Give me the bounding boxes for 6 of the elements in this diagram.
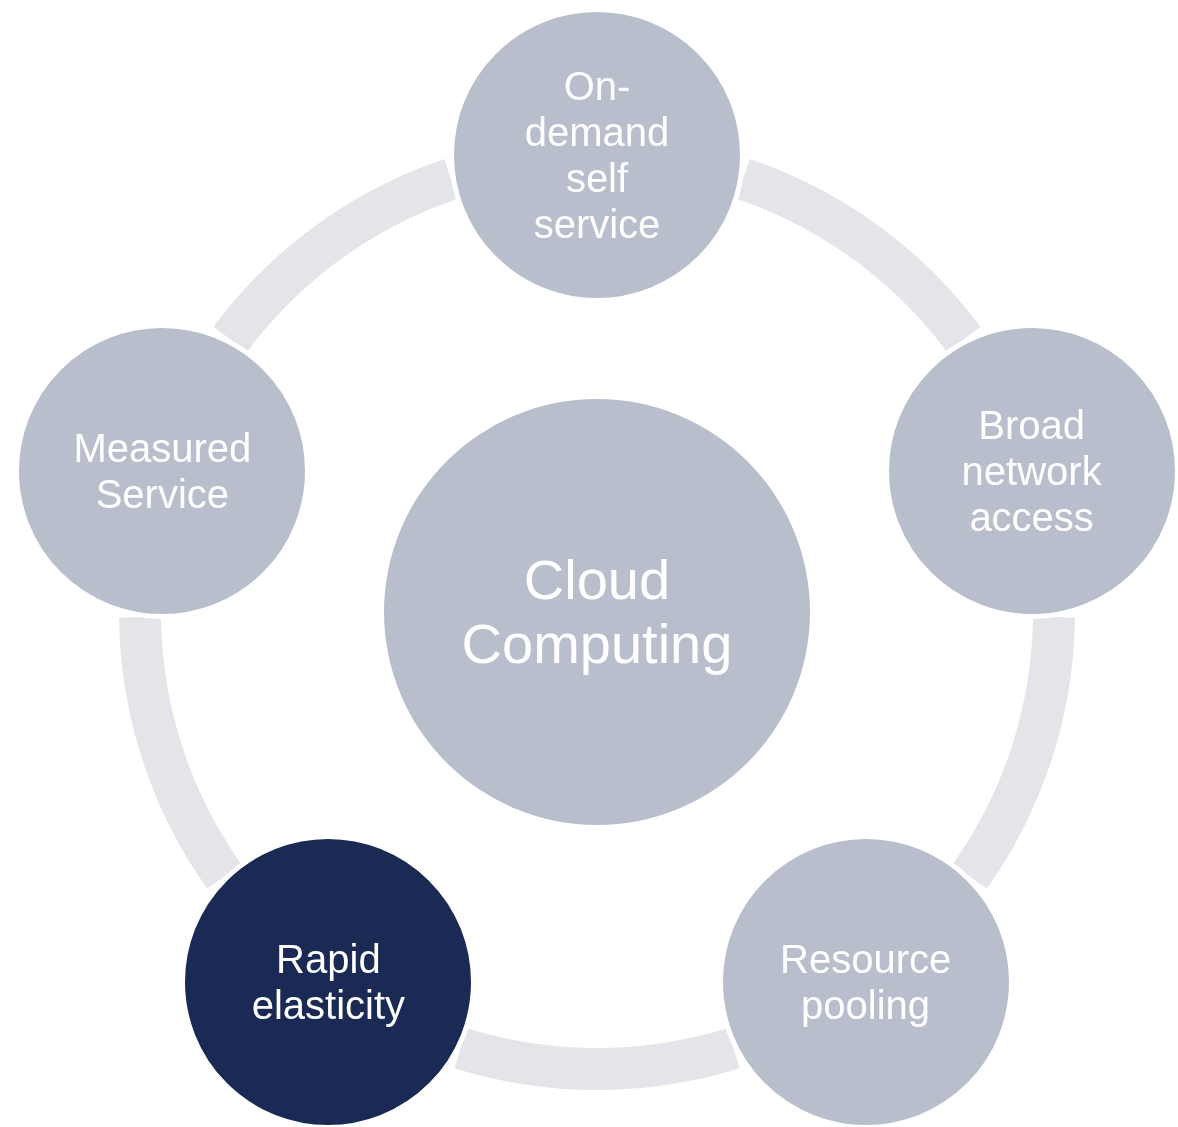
circle-label: On- demand self service: [523, 63, 671, 247]
circle-label: Measured Service: [72, 424, 253, 517]
circle-label: Rapid elasticity: [250, 935, 407, 1028]
circle-label: Resource pooling: [779, 935, 953, 1028]
circle-label: Cloud Computing: [460, 547, 734, 677]
circle-label: Broad network access: [960, 401, 1103, 540]
